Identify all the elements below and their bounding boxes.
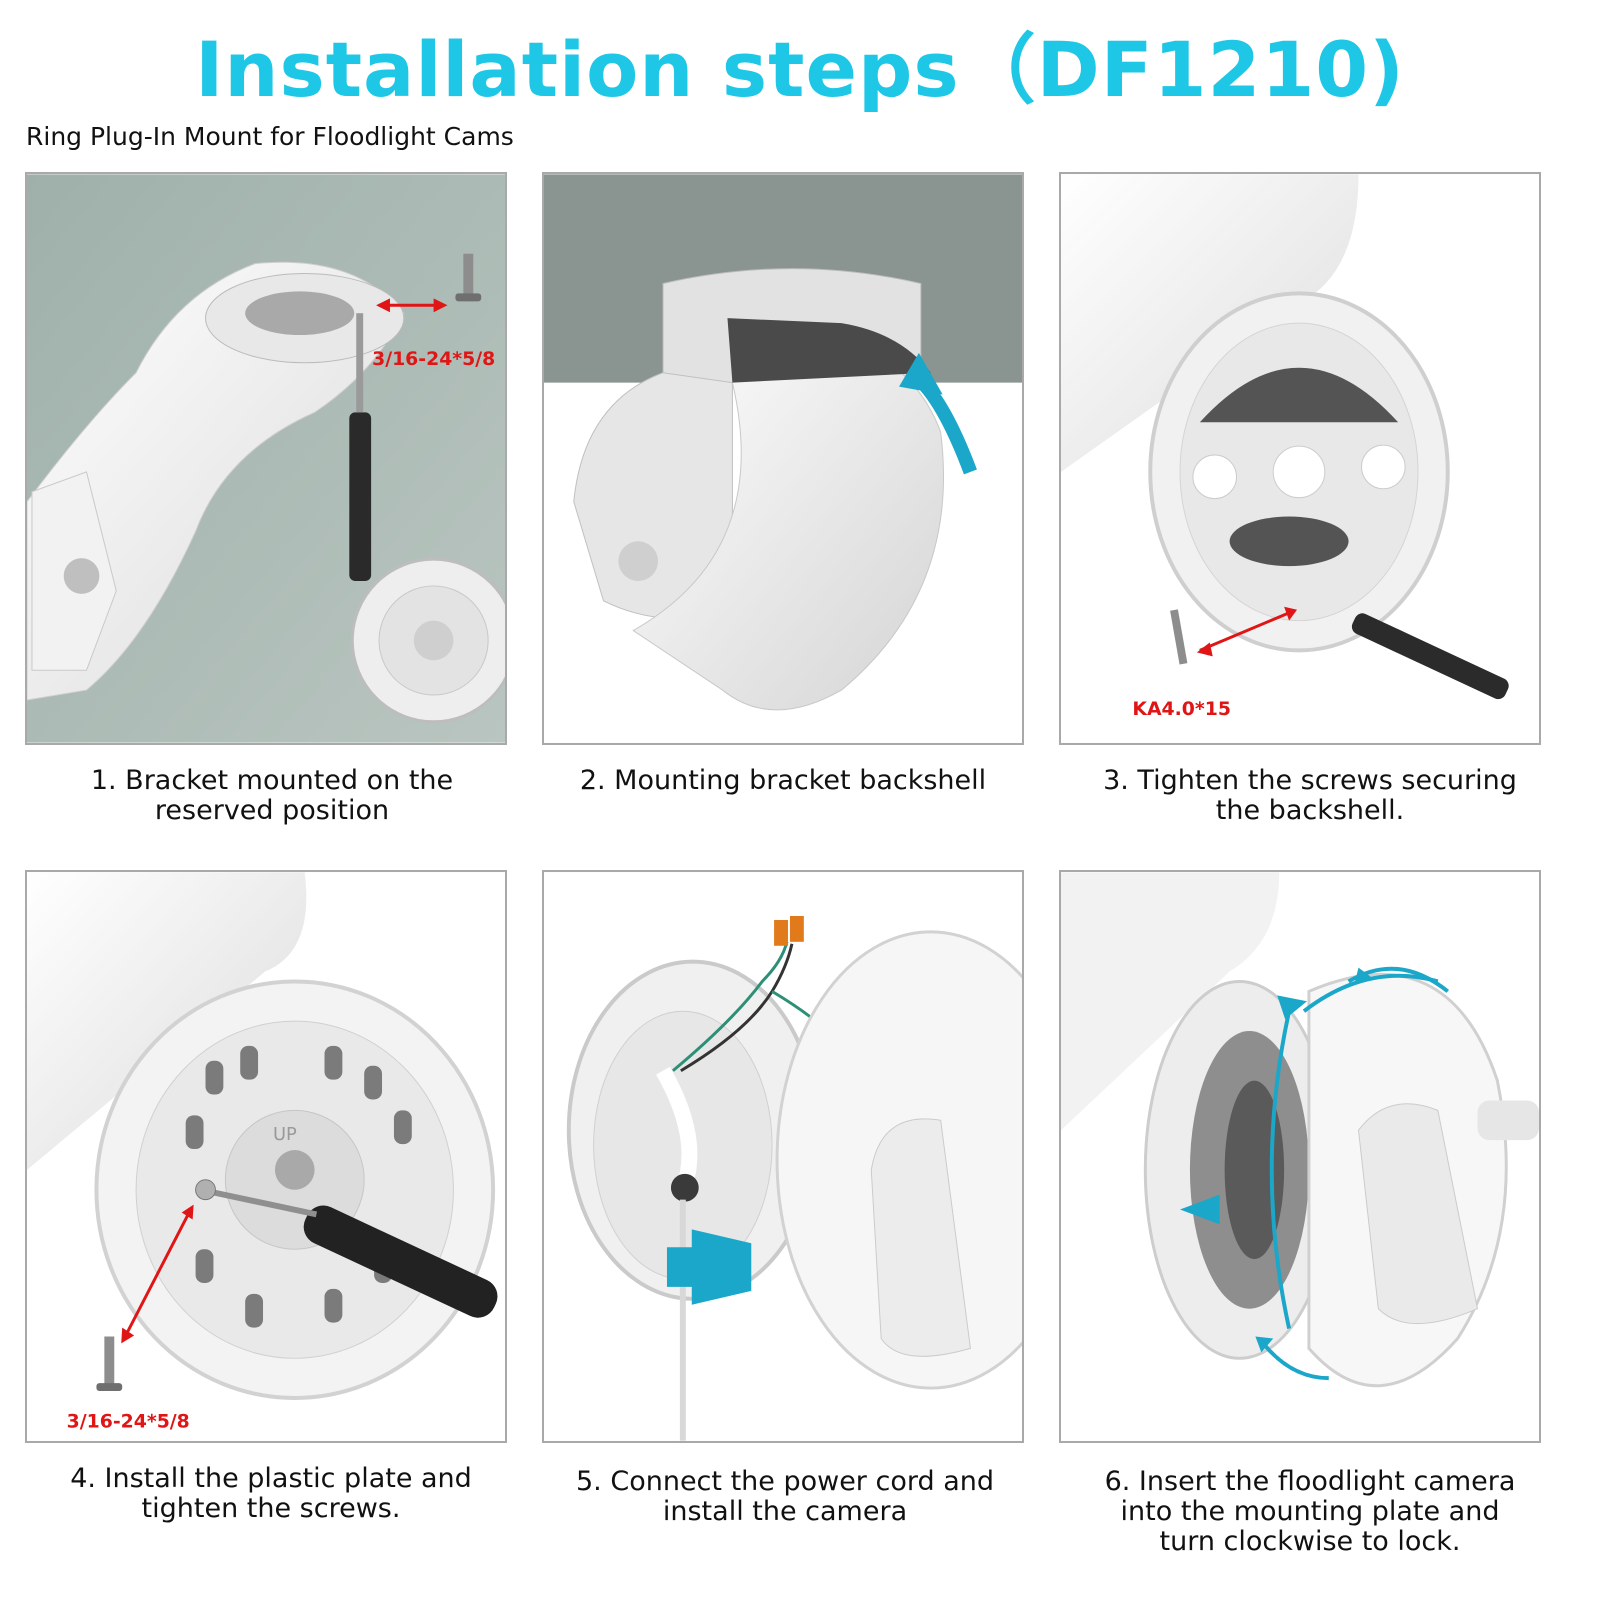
page-subtitle: Ring Plug-In Mount for Floodlight Cams <box>26 122 514 151</box>
up-mark: UP <box>273 1124 297 1145</box>
step-3-caption: 3. Tighten the screws securing the backs… <box>1103 765 1517 826</box>
step-4-screw-label: 3/16-24*5/8 <box>67 1412 190 1433</box>
step-5-drawing <box>544 872 1022 1441</box>
step-6-caption: 6. Insert the floodlight camera into the… <box>1104 1466 1516 1557</box>
step-3-illustration: KA4.0*15 <box>1059 172 1541 745</box>
step-5-illustration <box>542 870 1024 1443</box>
step-5-caption: 5. Connect the power cord and install th… <box>576 1466 994 1527</box>
step-2-caption: 2. Mounting bracket backshell <box>579 765 987 796</box>
step-1-illustration: 3/16-24*5/8 <box>25 172 507 745</box>
step-2-illustration <box>542 172 1024 745</box>
page-title: Installation steps（DF1210) <box>195 25 1405 114</box>
step-4-caption: 4. Install the plastic plate and tighten… <box>70 1463 472 1524</box>
step-6-illustration <box>1059 870 1541 1443</box>
step-4-illustration: UP 3/16-24*5/8 <box>25 870 507 1443</box>
step-3-screw-label: KA4.0*15 <box>1132 699 1231 720</box>
step-2-drawing <box>544 174 1022 743</box>
step-4-drawing: UP 3/16-24*5/8 <box>27 872 505 1441</box>
step-1-screw-label: 3/16-24*5/8 <box>372 349 495 370</box>
step-3-drawing: KA4.0*15 <box>1061 174 1539 743</box>
step-1-caption: 1. Bracket mounted on the reserved posit… <box>90 765 454 826</box>
step-6-drawing <box>1061 872 1539 1441</box>
step-1-drawing: 3/16-24*5/8 <box>27 174 505 743</box>
